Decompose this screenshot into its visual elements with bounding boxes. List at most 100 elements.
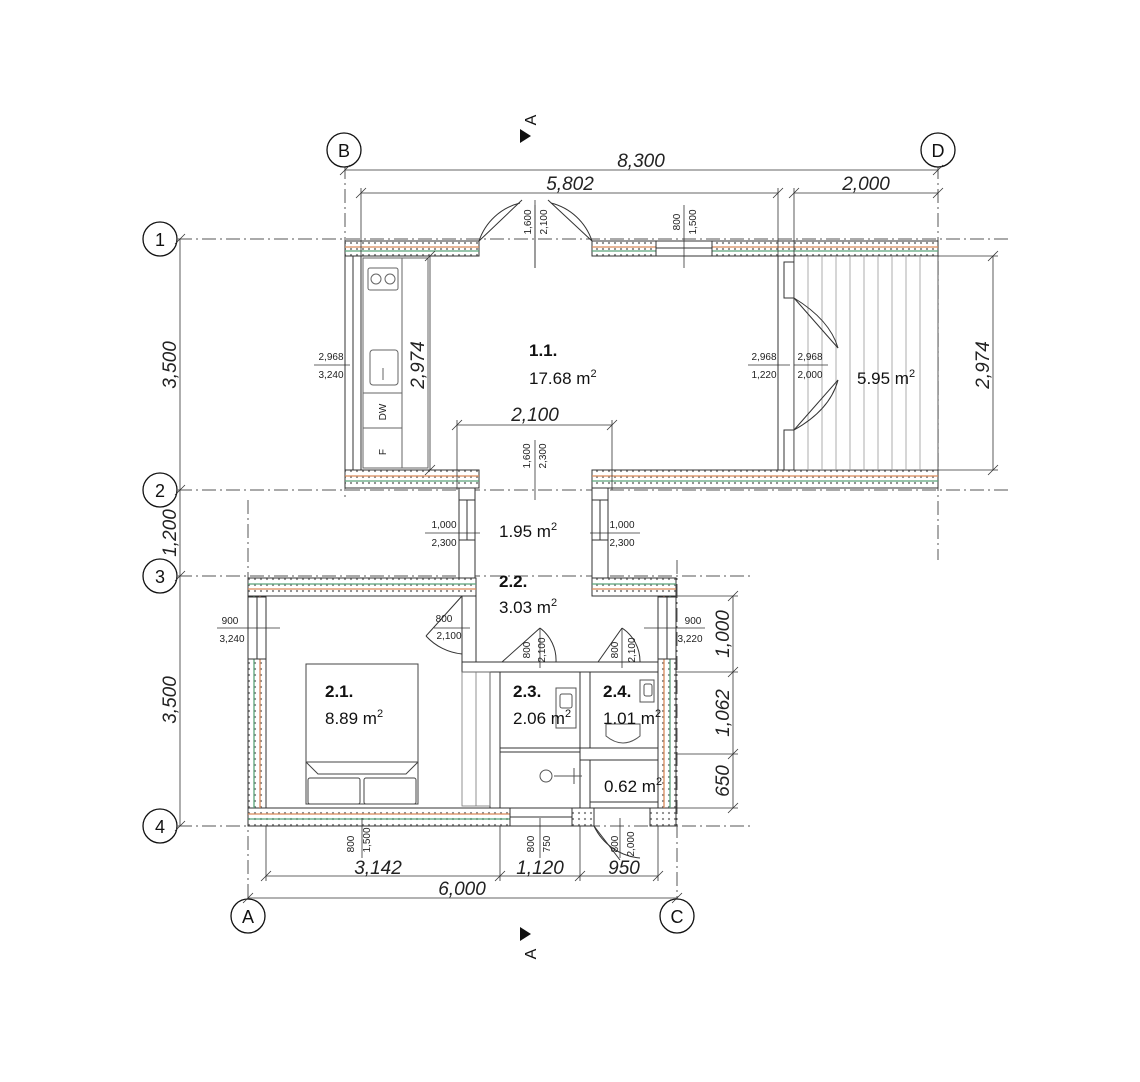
opening-width: 1,600 <box>522 443 533 468</box>
axis-bubble-4: 4 <box>142 808 178 844</box>
section-marker-bottom: A <box>520 927 540 959</box>
wc-door <box>597 627 641 663</box>
axis-bubble-3: 3 <box>142 558 178 594</box>
bottom-window1-width: 800 <box>346 835 357 852</box>
window-left-kitchen <box>344 255 362 471</box>
hall-walls <box>458 499 609 541</box>
axis-bubble-c: C <box>659 898 695 934</box>
dim-left-mid: 1,200 <box>160 509 181 557</box>
bathroom-door-height: 2,100 <box>537 637 548 662</box>
dim-room11-inner: 2,974 <box>408 341 429 390</box>
svg-text:A: A <box>242 907 254 927</box>
storage-door-width: 800 <box>610 835 621 852</box>
svg-text:3: 3 <box>155 567 165 587</box>
corridor-window-width: 900 <box>685 616 702 627</box>
room-2-1-id: 2.1. <box>325 682 353 701</box>
dim-bottom-c: 950 <box>608 858 640 879</box>
axis-bubble-2: 2 <box>142 472 178 508</box>
kitchen-counter <box>362 257 429 469</box>
svg-text:A: A <box>523 948 540 959</box>
terrace-door-height: 2,000 <box>797 370 822 381</box>
dim-opening: 2,100 <box>510 405 559 426</box>
svg-text:B: B <box>338 141 350 161</box>
dim-top-left: 5,802 <box>546 174 594 195</box>
bed <box>305 663 419 805</box>
wardrobe <box>461 671 491 807</box>
svg-text:2: 2 <box>155 481 165 501</box>
dishwasher-label: DW <box>378 403 389 420</box>
window-top-height: 1,500 <box>688 209 699 234</box>
dim-right-b: 1,062 <box>713 689 734 737</box>
hall-left-width: 1,000 <box>431 520 456 531</box>
door-top-height: 2,100 <box>539 209 550 234</box>
window-right-height: 1,220 <box>751 370 776 381</box>
bathroom-fixtures <box>539 679 655 784</box>
hall-right-width: 1,000 <box>609 520 634 531</box>
bottom-windows <box>509 807 573 827</box>
axis-bubble-b: B <box>326 132 362 168</box>
hall-right-height: 2,300 <box>609 538 634 549</box>
bedroom-window-width: 900 <box>222 616 239 627</box>
room-2-3-area: 2.06 m2 <box>513 708 571 728</box>
bottom-window1-height: 1,500 <box>362 827 373 852</box>
wc-door-height: 2,100 <box>627 637 638 662</box>
axis-bubble-1: 1 <box>142 221 178 257</box>
bathroom-door <box>501 627 557 663</box>
terrace-area: 5.95 m2 <box>857 368 915 388</box>
storage-door-height: 2,000 <box>626 831 637 856</box>
dim-top-right: 2,000 <box>841 174 890 195</box>
room-2-4-area: 1.01 m2 <box>603 708 661 728</box>
bedroom-door-height: 2,100 <box>436 631 461 642</box>
bathroom-door-width: 800 <box>522 641 533 658</box>
dim-right-a: 1,000 <box>713 610 734 658</box>
window-top-width: 800 <box>672 213 683 230</box>
bedroom-door-width: 800 <box>436 614 453 625</box>
window-left-height: 3,240 <box>318 370 343 381</box>
axis-bubble-d: D <box>920 132 956 168</box>
room-2-2-area: 3.03 m2 <box>499 597 557 617</box>
room-2-1-area: 8.89 m2 <box>325 708 383 728</box>
bedroom-window-height: 3,240 <box>219 634 244 645</box>
storage-area: 0.62 m2 <box>604 776 662 796</box>
wc-door-width: 800 <box>610 641 621 658</box>
bedroom-door <box>425 595 463 655</box>
dim-terrace-right: 2,974 <box>973 341 994 390</box>
entrance-door <box>478 199 593 268</box>
dimension-lines <box>174 164 999 904</box>
bottom-window2-height: 750 <box>542 835 553 852</box>
section-marker-top: A <box>520 114 540 143</box>
room-1-1-area: 17.68 m2 <box>529 368 597 388</box>
storage-door <box>593 808 651 861</box>
room-2-3-id: 2.3. <box>513 682 541 701</box>
dim-left-lower: 3,500 <box>160 676 181 724</box>
room-2-4-id: 2.4. <box>603 682 631 701</box>
dim-bottom-b: 1,120 <box>516 858 564 879</box>
svg-text:1: 1 <box>155 230 165 250</box>
dim-bottom-a: 3,142 <box>354 858 402 879</box>
dim-top-total: 8,300 <box>617 151 665 172</box>
bottom-window2-width: 800 <box>526 835 537 852</box>
opening-height: 2,300 <box>538 443 549 468</box>
terrace-deck <box>793 255 939 471</box>
window-left-width: 2,968 <box>318 352 343 363</box>
corridor-window-height: 3,220 <box>677 634 702 645</box>
dim-right-c: 650 <box>713 765 734 797</box>
axis-bubble-a: A <box>230 898 266 934</box>
dim-left-upper: 3,500 <box>160 341 181 389</box>
svg-text:C: C <box>671 907 684 927</box>
hall-left-height: 2,300 <box>431 538 456 549</box>
svg-text:D: D <box>932 141 945 161</box>
dim-bottom-total: 6,000 <box>438 879 486 900</box>
svg-text:4: 4 <box>155 817 165 837</box>
terrace-door <box>793 297 839 431</box>
door-top-width: 1,600 <box>523 209 534 234</box>
fridge-label: F <box>378 449 389 455</box>
window-right-width: 2,968 <box>751 352 776 363</box>
hall-area: 1.95 m2 <box>499 521 557 541</box>
interior-partitions <box>461 595 659 809</box>
terrace-door-width: 2,968 <box>797 352 822 363</box>
room-2-2-id: 2.2. <box>499 572 527 591</box>
svg-text:A: A <box>523 114 540 125</box>
room-1-1-id: 1.1. <box>529 341 557 360</box>
